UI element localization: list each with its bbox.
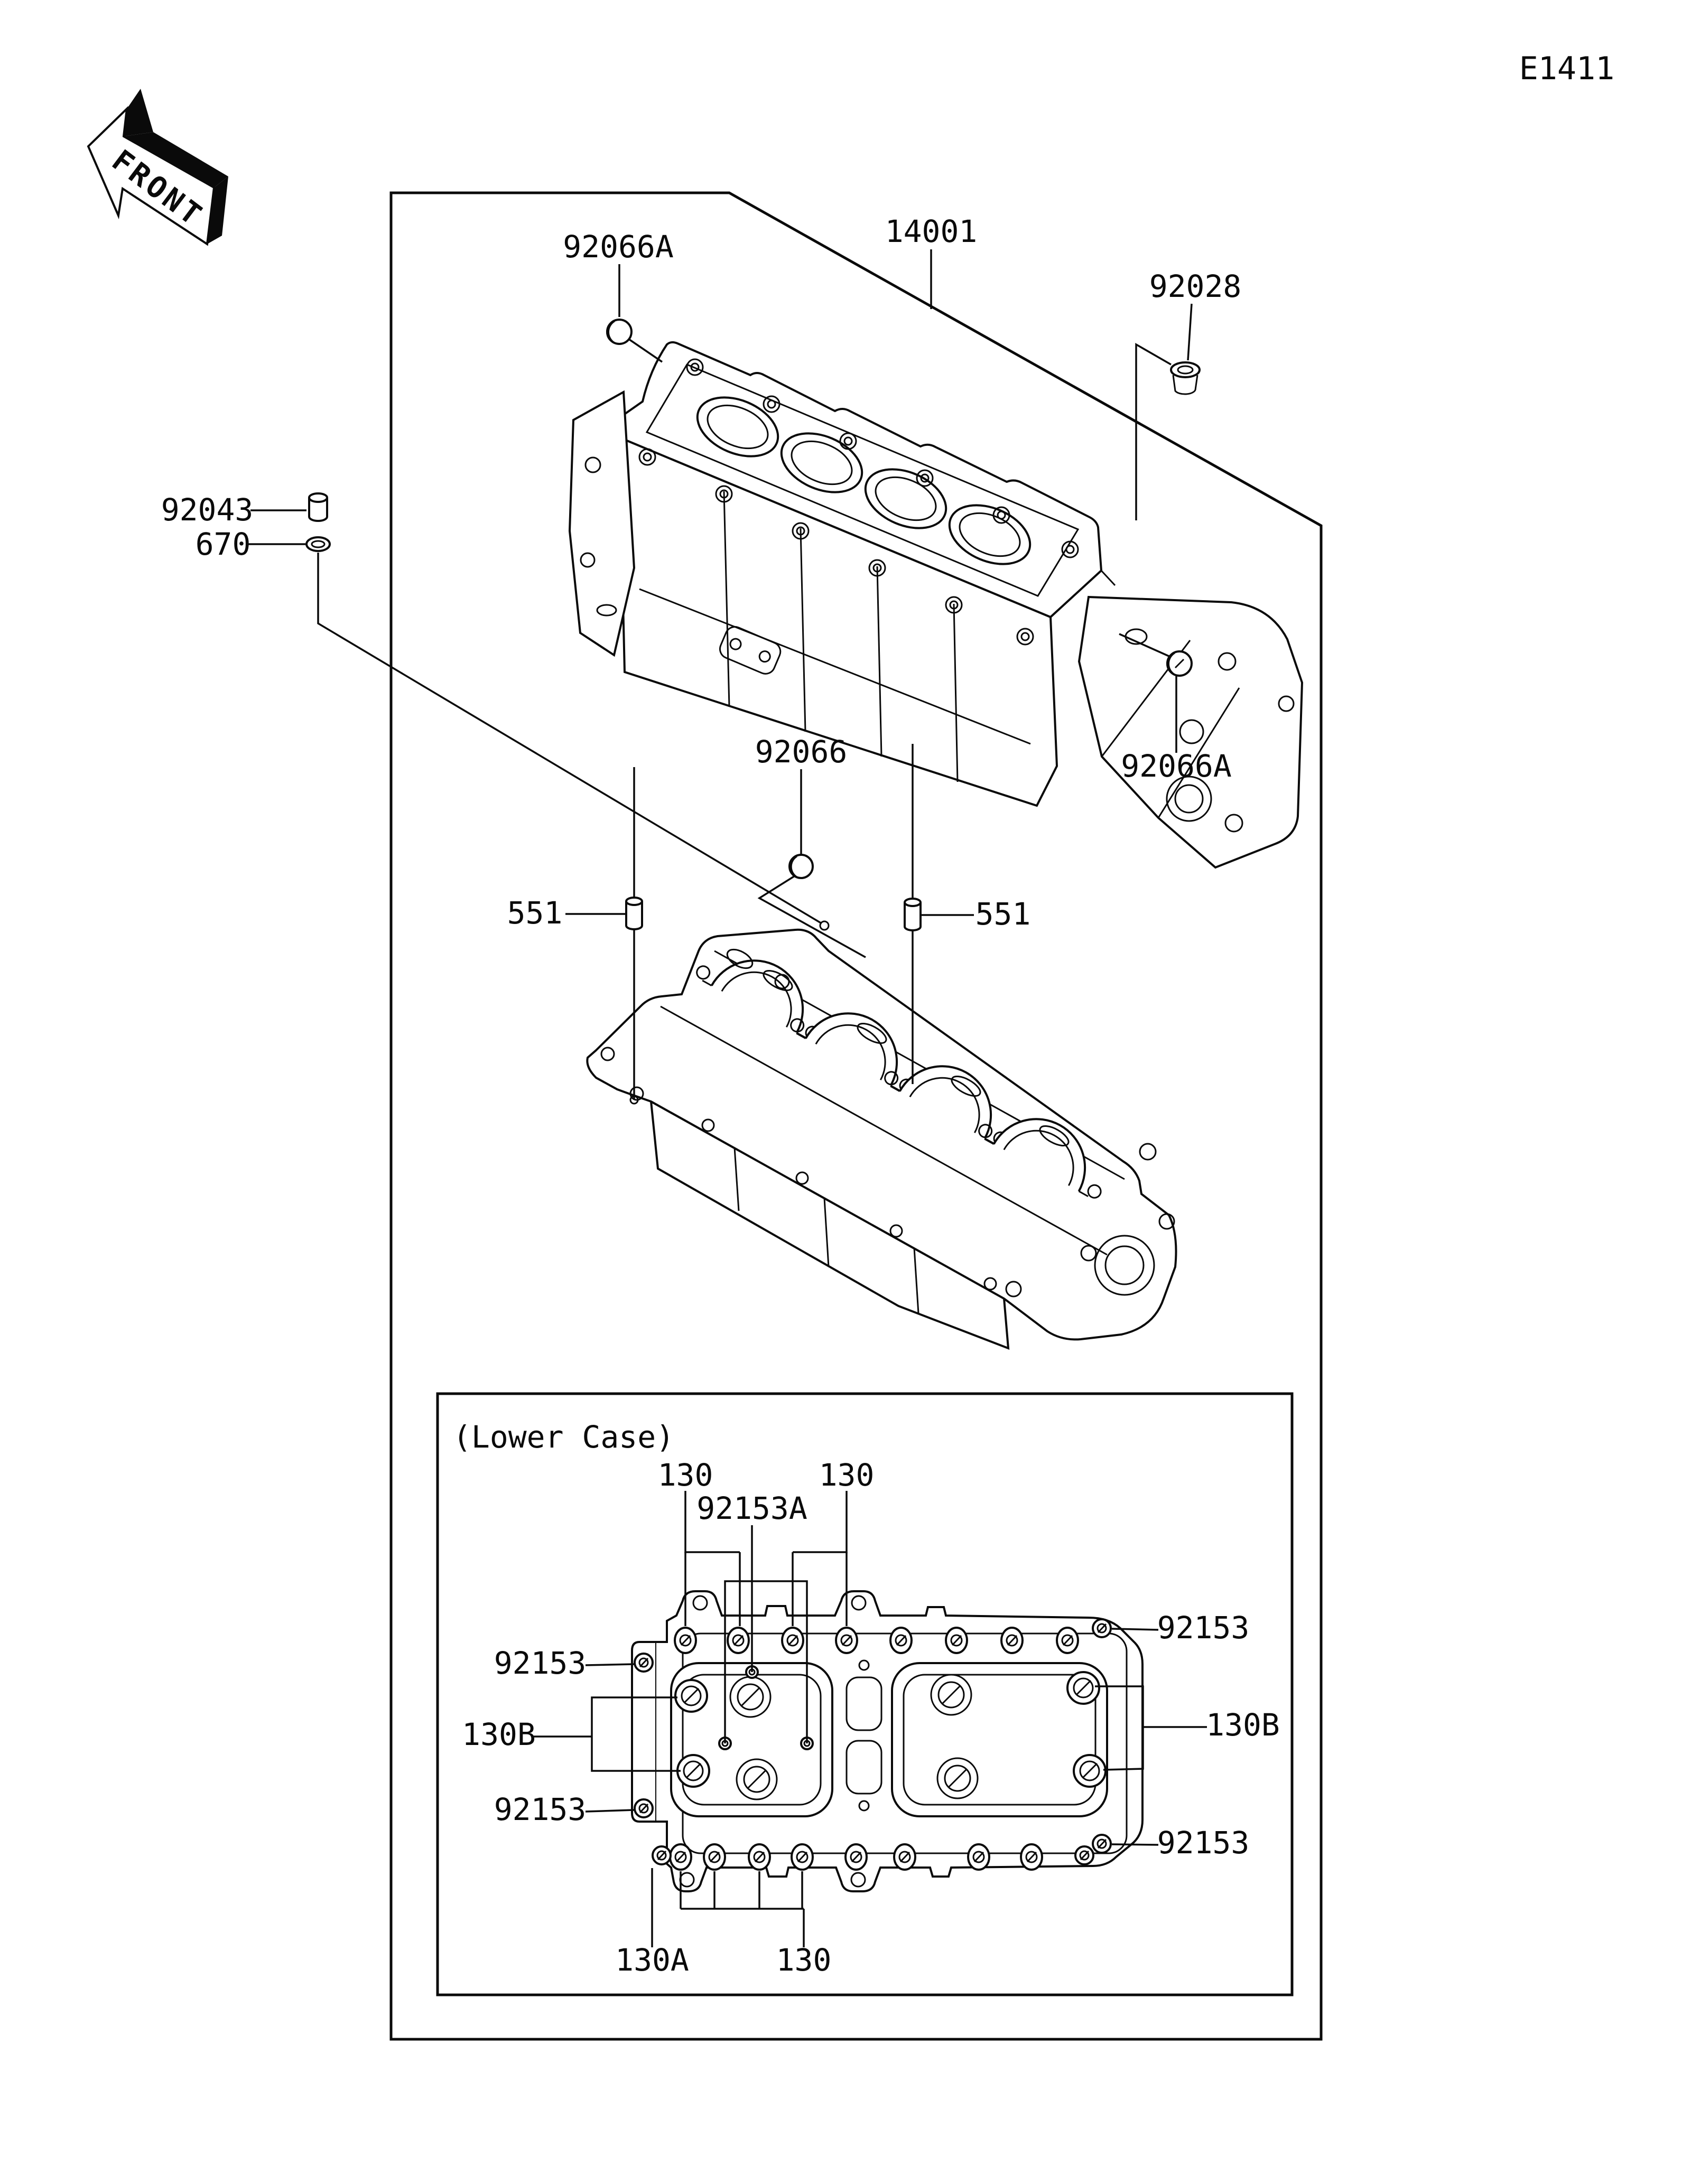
label-92153-left-top: 92153 <box>494 1645 587 1681</box>
label-92043: 92043 <box>161 492 254 528</box>
part-plug-92066a-right <box>1166 650 1193 677</box>
label-130-top-right: 130 <box>819 1457 875 1493</box>
lower-case-bottom-view-drawing <box>631 1590 1144 1892</box>
leader-551-left <box>565 767 643 1100</box>
leader-92153-left-top <box>585 1663 635 1666</box>
label-92066a-right: 92066A <box>1121 748 1232 784</box>
lower-case-title: (Lower Case) <box>453 1419 674 1455</box>
leader-92153-right-bottom <box>1111 1843 1159 1846</box>
label-92153-right-top: 92153 <box>1157 1610 1250 1646</box>
leader-92066 <box>757 769 866 958</box>
label-130-bottom: 130 <box>776 1942 832 1978</box>
part-bushing-92028 <box>1170 361 1201 395</box>
leader-130-top-left <box>684 1491 741 1626</box>
part-plug-92066 <box>788 854 814 879</box>
leader-551-right <box>904 744 974 1084</box>
leader-130-top-right <box>792 1491 848 1626</box>
label-14001: 14001 <box>885 213 978 249</box>
label-130b-right: 130B <box>1206 1707 1280 1743</box>
lower-case-box-outline <box>436 1392 1294 1996</box>
label-130b-left: 130B <box>462 1716 536 1752</box>
leader-130b-right <box>1095 1685 1207 1771</box>
leader-92066a-top <box>606 264 663 363</box>
upper-crankcase-drawing <box>568 341 1304 869</box>
leader-130b-left <box>534 1696 681 1772</box>
leader-92066a-right <box>1119 633 1193 753</box>
front-arrow: FRONT <box>87 89 228 246</box>
part-oring-670 <box>305 536 331 552</box>
leader-92153a <box>724 1525 808 1743</box>
leader-130-bottom <box>680 1871 805 1947</box>
leader-670 <box>248 536 822 925</box>
label-92066a-top: 92066A <box>563 229 674 265</box>
leader-92043 <box>250 492 328 522</box>
label-551-left: 551 <box>507 895 563 931</box>
label-92153a: 92153A <box>696 1490 807 1526</box>
label-130a: 130A <box>615 1942 689 1978</box>
label-92066: 92066 <box>755 734 848 770</box>
label-130-top-left: 130 <box>658 1457 713 1493</box>
part-dowel-551-right <box>904 898 922 931</box>
leader-92153-right-top <box>1111 1628 1159 1631</box>
label-92028: 92028 <box>1149 268 1242 304</box>
leader-92028 <box>1135 303 1201 520</box>
part-plug-92066a-top <box>606 319 633 345</box>
assembly-enclosure-outline <box>389 191 1323 2041</box>
label-551-right: 551 <box>975 896 1031 932</box>
leader-92153-left-bottom <box>585 1809 635 1813</box>
part-dowel-92043 <box>308 492 328 522</box>
label-92153-left-bottom: 92153 <box>494 1791 587 1827</box>
label-92153-right-bottom: 92153 <box>1157 1825 1250 1861</box>
label-670: 670 <box>196 526 251 562</box>
lower-crankcase-drawing <box>586 920 1177 1350</box>
page-code: E1411 <box>1519 50 1615 87</box>
part-dowel-551-left <box>625 897 643 930</box>
